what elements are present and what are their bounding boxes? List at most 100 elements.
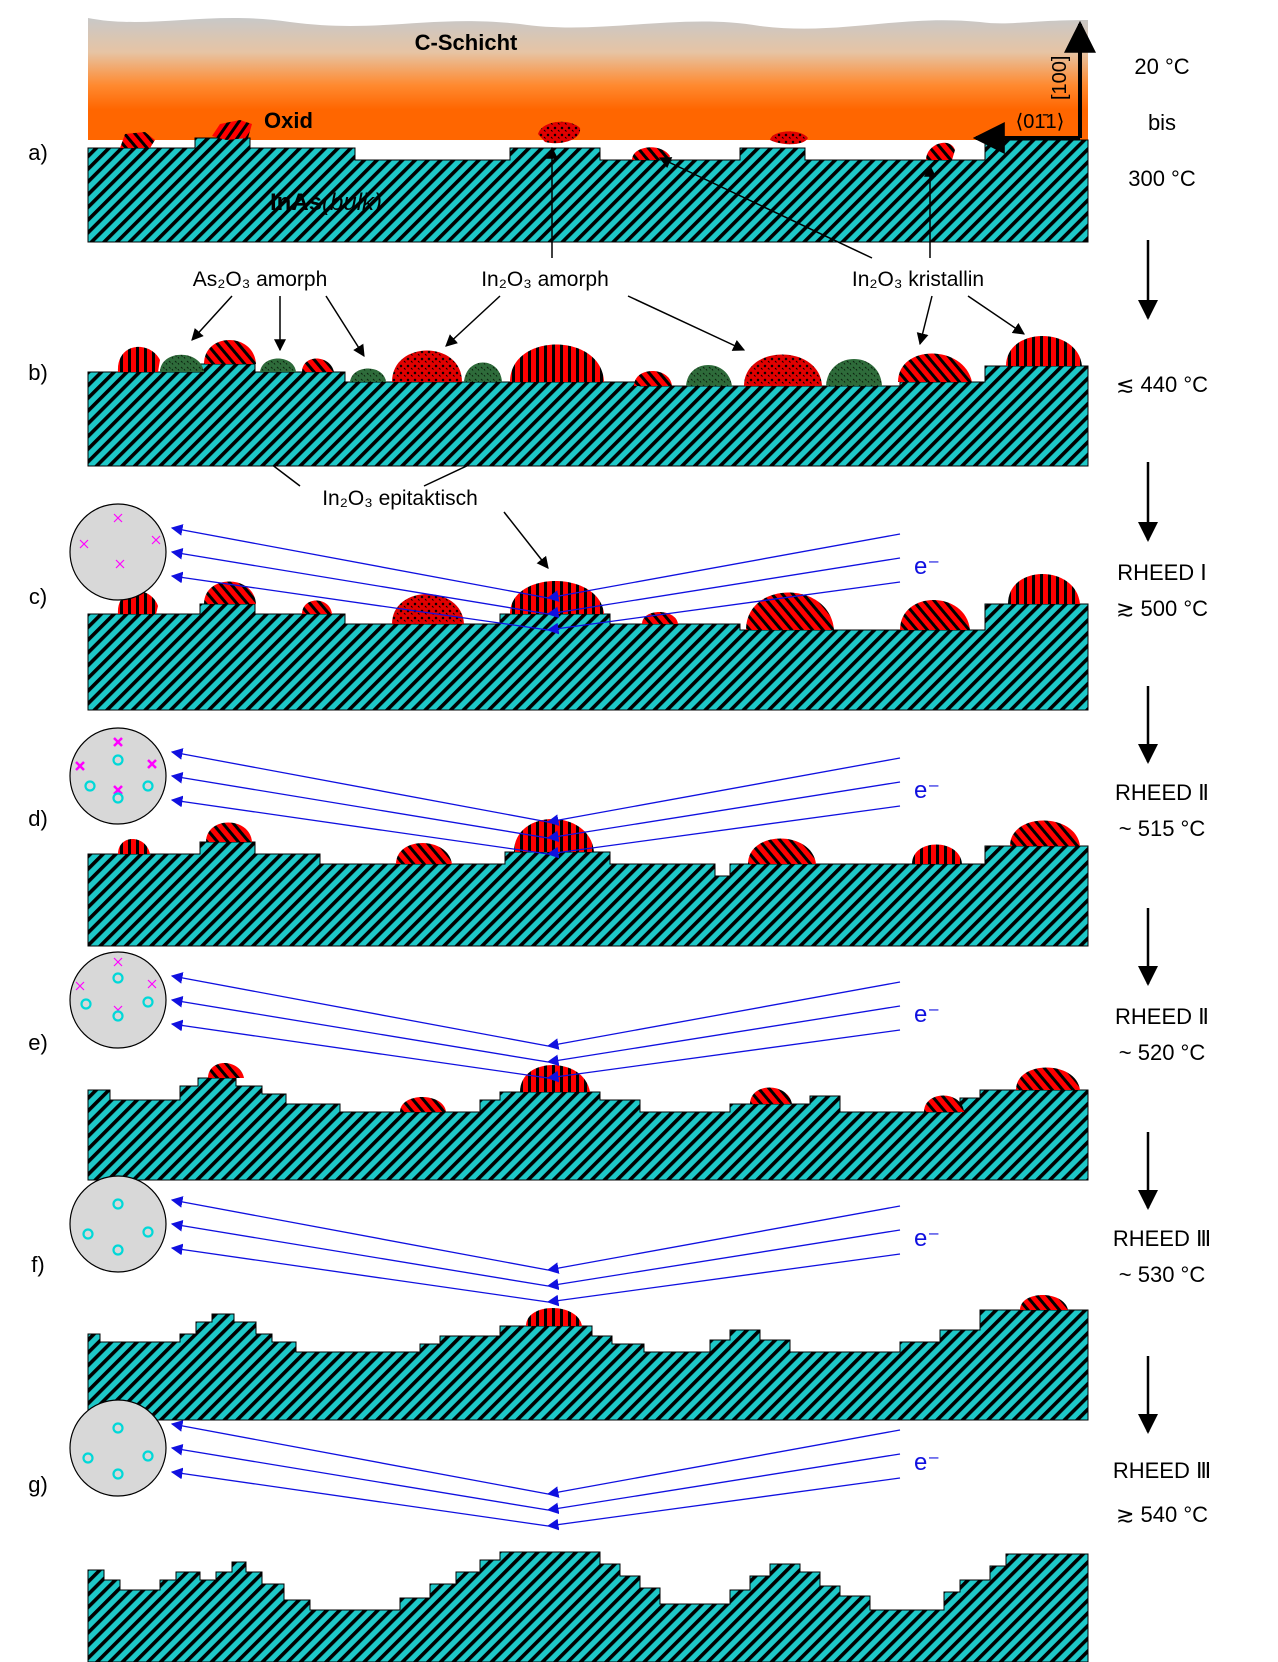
electron-beam: [546, 1477, 901, 1531]
bulk-label: InAs(bulk): [270, 189, 382, 216]
diffracted-beam: [170, 1243, 549, 1303]
in2o3-island: [117, 346, 160, 372]
rheed-spot: [113, 737, 123, 747]
in2o3-island: [392, 350, 462, 382]
stage-condition: ~ 520 °C: [1119, 1040, 1206, 1065]
electron-label: e⁻: [914, 1225, 940, 1252]
electron-beam: [546, 1229, 901, 1291]
in2o3-island: [204, 340, 256, 364]
diffracted-beam: [170, 1420, 549, 1495]
stage-letter: b): [28, 360, 48, 385]
label-in2o3-kristallin: In₂O₃ kristallin: [852, 268, 984, 291]
rheed-spot: [112, 792, 124, 804]
in2o3-island: [514, 819, 594, 852]
direction-label-100: [100]: [1049, 56, 1071, 100]
stage-condition: RHEED Ⅱ: [1115, 780, 1209, 805]
electron-beam: [546, 1005, 901, 1067]
stage-condition: ~ 515 °C: [1119, 816, 1206, 841]
rheed-spot: [151, 535, 161, 545]
in2o3-island: [206, 822, 252, 842]
in2o3-island: [538, 121, 581, 144]
electron-beam: [546, 757, 901, 826]
label-as2o3-amorph: As₂O₃ amorph: [193, 268, 328, 291]
electron-beam: [546, 781, 901, 843]
rheed-spot: [147, 759, 157, 769]
electron-beam: [546, 533, 901, 602]
as2o3-island: [826, 359, 882, 386]
in2o3-island: [748, 838, 816, 864]
in2o3-island: [204, 581, 256, 604]
in2o3-island: [208, 1063, 244, 1078]
in2o3-island: [396, 843, 452, 864]
in2o3-island: [1016, 1067, 1080, 1090]
rheed-spot: [112, 1010, 124, 1022]
stage-condition: ≳ 540 °C: [1116, 1502, 1208, 1527]
rheed-spot: [112, 972, 124, 984]
as2o3-island: [686, 365, 732, 386]
rheed-spot: [142, 780, 154, 792]
in2o3-island: [926, 142, 955, 160]
callout-arrow: [967, 295, 1025, 335]
in2o3-island: [770, 131, 808, 145]
in2o3-island: [898, 353, 972, 382]
substrate-g: [87, 1551, 1089, 1662]
callout-arrow: [325, 295, 365, 358]
direction-label-011: ⟨01̄1⟩: [1016, 111, 1065, 133]
in2o3-island: [642, 612, 678, 624]
callout-arrow: [191, 295, 233, 341]
diffracted-beam: [170, 972, 549, 1047]
electron-beam: [546, 1029, 901, 1083]
rheed-spot: [115, 559, 125, 569]
diffracted-beam: [170, 1196, 549, 1271]
stage-letter: g): [28, 1472, 48, 1497]
stage-letter: d): [28, 806, 48, 831]
rheed-screen: [69, 503, 167, 601]
in2o3-island: [120, 132, 155, 148]
rheed-spot: [82, 1228, 94, 1240]
stage-condition: 300 °C: [1128, 166, 1196, 191]
in2o3-island: [302, 358, 334, 372]
in2o3-island: [118, 839, 150, 854]
rheed-spot: [142, 996, 154, 1008]
diffracted-beam: [170, 1467, 549, 1527]
diffracted-beam: [170, 771, 549, 839]
carbon-layer-label: C-Schicht: [415, 30, 518, 55]
rheed-spot: [112, 1198, 124, 1210]
electron-label: e⁻: [914, 777, 940, 804]
rheed-spot: [147, 979, 157, 989]
diffracted-beam: [170, 1019, 549, 1079]
stage-letter: c): [29, 584, 47, 609]
in2o3-island: [510, 581, 604, 614]
stage-condition: RHEED Ⅲ: [1113, 1226, 1211, 1251]
panel-c: [87, 574, 1089, 711]
callout-arrow: [916, 295, 933, 346]
in2o3-island: [744, 354, 822, 386]
diffracted-beam: [170, 1443, 549, 1511]
oxide-carbon-layer: [88, 18, 1088, 140]
as2o3-island: [260, 358, 296, 372]
callout-arrow: [627, 295, 746, 351]
electron-beam: [546, 1429, 901, 1498]
panel-a: [100] ⟨01̄1⟩ C-Schicht Oxid InAs(bulk): [87, 18, 1096, 259]
rheed-screen: [69, 951, 167, 1049]
panel-g: [87, 1551, 1089, 1662]
in2o3-island: [900, 600, 970, 630]
rheed-spot: [82, 1452, 94, 1464]
rheed-screen: [69, 1175, 167, 1273]
stage-letter: f): [31, 1252, 44, 1277]
in2o3-island: [392, 594, 464, 624]
stage-condition: RHEED Ⅱ: [1115, 1004, 1209, 1029]
oxide-label: Oxid: [264, 108, 313, 133]
panel-b: [87, 336, 1089, 467]
in2o3-island: [1020, 1295, 1068, 1310]
rheed-setup: e⁻: [69, 727, 940, 859]
substrate-f: [87, 1309, 1089, 1421]
electron-beam: [546, 805, 901, 859]
diffracted-beam: [170, 547, 549, 615]
in2o3-island: [212, 120, 252, 140]
panel-e: [87, 1063, 1089, 1181]
diffracted-beam: [170, 571, 549, 631]
in2o3-island: [750, 1087, 792, 1104]
rheed-spot: [112, 1244, 124, 1256]
